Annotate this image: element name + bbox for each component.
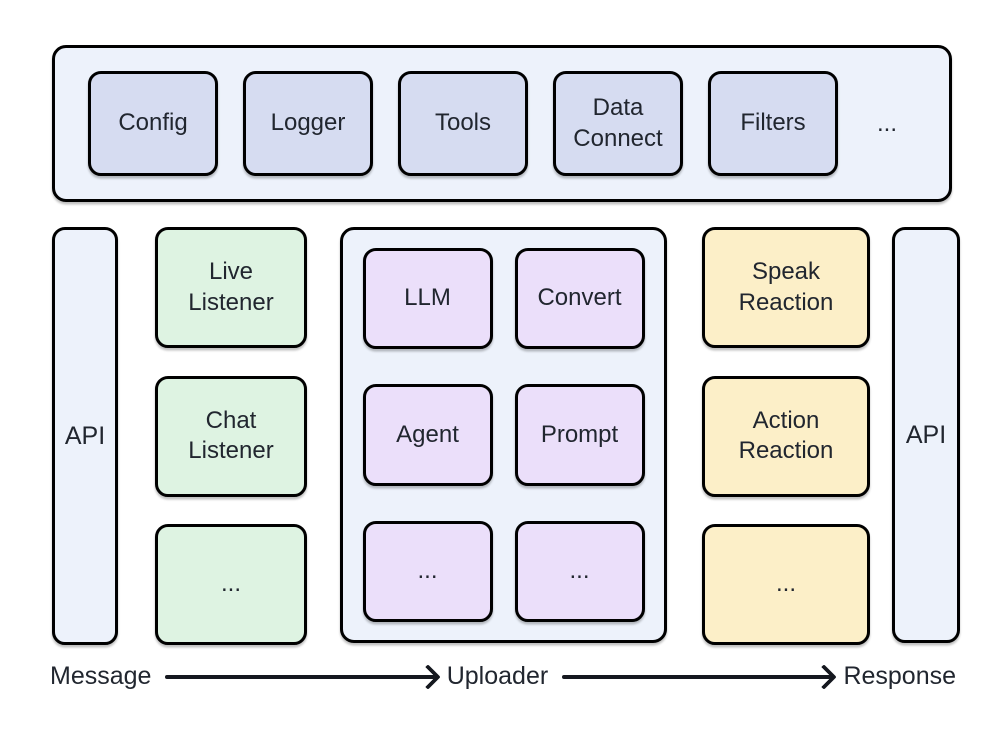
reaction-node-more: ... [702, 524, 870, 645]
listeners-column: Live Listener Chat Listener ... [155, 227, 307, 645]
uploader-container: LLM Convert Agent Prompt ... ... [340, 227, 667, 643]
reaction-node-speak: Speak Reaction [702, 227, 870, 348]
uploader-node-llm: LLM [362, 248, 493, 350]
uploader-node-convert: Convert [514, 248, 645, 350]
api-rail-left: API [52, 227, 118, 645]
flow-arrow-uploader-to-response [562, 674, 832, 679]
api-rail-right: API [892, 227, 960, 643]
plugin-node-tools: Tools [398, 71, 528, 176]
plugins-more-ellipsis: ... [876, 109, 897, 137]
uploader-node-prompt: Prompt [514, 384, 645, 486]
flow-label-uploader: Uploader [446, 662, 549, 690]
listener-node-chat: Chat Listener [155, 375, 307, 497]
listener-node-live: Live Listener [155, 227, 307, 348]
flow-arrow-message-to-uploader [165, 674, 435, 679]
plugins-container: Config Logger Tools Data Connect Filters… [52, 45, 952, 202]
plugin-node-config: Config [88, 71, 218, 176]
reactions-column: Speak Reaction Action Reaction ... [702, 227, 870, 645]
reaction-node-action: Action Reaction [702, 375, 870, 497]
plugin-node-filters: Filters [708, 71, 838, 176]
plugin-node-logger: Logger [243, 71, 373, 176]
uploader-node-agent: Agent [362, 384, 493, 486]
flow-label-response: Response [843, 662, 957, 690]
flow-label-message: Message [50, 662, 152, 690]
uploader-node-more-1: ... [362, 520, 493, 622]
api-right-label: API [905, 420, 947, 449]
flow-legend: Message Uploader Response [50, 662, 956, 691]
api-left-label: API [64, 421, 106, 450]
listener-node-more: ... [155, 524, 307, 645]
uploader-node-more-2: ... [514, 520, 645, 622]
plugin-node-data-connect: Data Connect [553, 71, 683, 176]
